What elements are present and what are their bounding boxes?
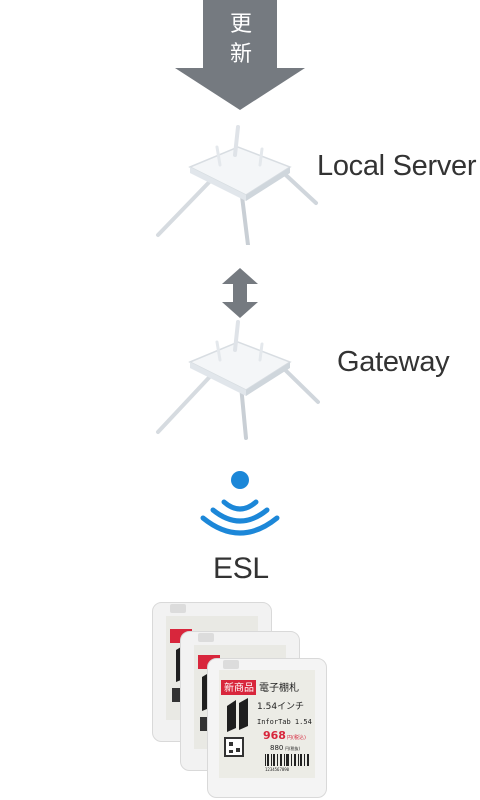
gateway-device-icon (156, 320, 320, 440)
gateway-label: Gateway (337, 346, 450, 378)
update-label-line2: 新 (229, 42, 252, 67)
tag-title-text: 電子棚札 (259, 681, 299, 694)
wireless-signal-icon (200, 471, 280, 536)
tag-price-ex-text: 880 (270, 744, 283, 752)
esl-label: ESL (213, 552, 269, 585)
local-server-label: Local Server (317, 150, 477, 182)
tag-model-text: InforTab 1.54 (257, 718, 312, 726)
bidirectional-arrow-icon (222, 268, 258, 318)
update-label-line1: 更 (229, 12, 252, 37)
tag-size-text: 1.54インチ (257, 701, 304, 712)
update-arrow (175, 0, 305, 110)
local-server-device-icon (156, 125, 318, 245)
tag-price-text: 968 (263, 729, 286, 742)
tag-badge-text: 新商品 (224, 681, 254, 694)
tag-price-unit-text: 円(税込) (287, 734, 306, 741)
esl-tag-front: 新商品 電子棚札 1.54インチ InforTab 1.54 968 円(税込)… (207, 658, 327, 798)
esl-tag-front-body: 新商品 電子棚札 1.54インチ InforTab 1.54 968 円(税込)… (207, 658, 327, 798)
tag-price-ex-unit-text: 円(税抜) (285, 745, 301, 751)
tag-barcode-number-text: 1234567890 (265, 767, 290, 772)
update-label: 更 新 (219, 10, 263, 70)
